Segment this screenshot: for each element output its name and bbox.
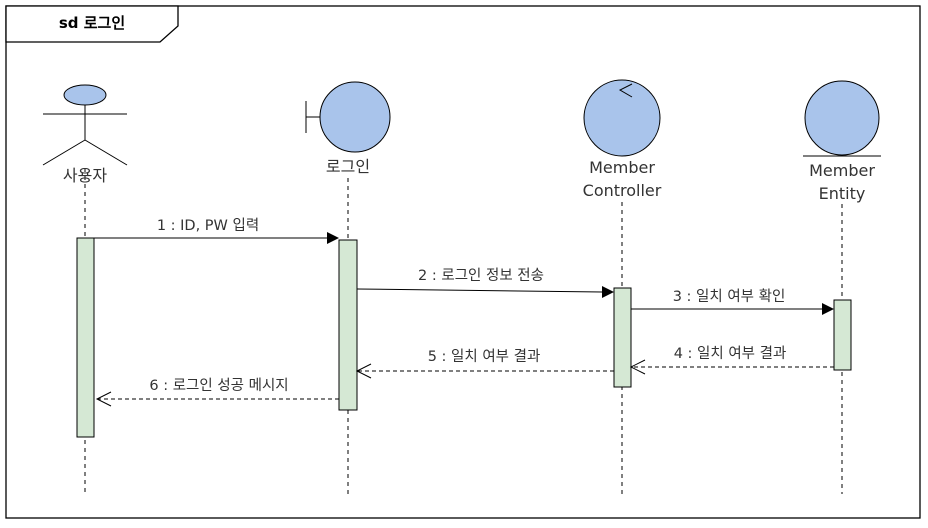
controller-icon — [583, 79, 661, 157]
message-arrowhead-2 — [602, 286, 614, 298]
message-label-5: 5 : 일치 여부 결과 — [428, 348, 541, 365]
entity-label-line1: Member — [809, 161, 875, 180]
message-arrowhead-3 — [822, 303, 834, 315]
activation-controller — [613, 287, 632, 388]
boundary-label: 로그인 — [326, 157, 370, 176]
message-arrowhead-4 — [629, 359, 646, 375]
message-label-1: 1 : ID, PW 입력 — [157, 217, 259, 234]
message-arrowhead-6 — [95, 391, 112, 407]
frame-title-tab — [5, 5, 179, 43]
entity-icon — [803, 80, 881, 157]
actor-label: 사용자 — [63, 166, 107, 185]
message-label-4: 4 : 일치 여부 결과 — [674, 345, 787, 362]
frame-border — [5, 5, 921, 519]
message-arrow-2 — [356, 288, 603, 293]
message-label-6: 6 : 로그인 성공 메시지 — [149, 377, 288, 394]
activation-entity — [833, 299, 852, 371]
controller-label-line1: Member — [589, 158, 655, 177]
frame-title: sd 로그인 — [59, 14, 125, 32]
message-label-2: 2 : 로그인 정보 전송 — [418, 267, 544, 284]
activation-boundary — [338, 239, 358, 411]
message-arrowhead-5 — [355, 363, 372, 379]
activation-actor — [76, 237, 95, 438]
message-label-3: 3 : 일치 여부 확인 — [673, 288, 786, 305]
controller-label-line2: Controller — [583, 181, 662, 200]
boundary-icon — [305, 81, 391, 153]
entity-label-line2: Entity — [819, 184, 866, 203]
actor-figure-icon — [42, 84, 128, 166]
message-arrowhead-1 — [327, 232, 339, 244]
